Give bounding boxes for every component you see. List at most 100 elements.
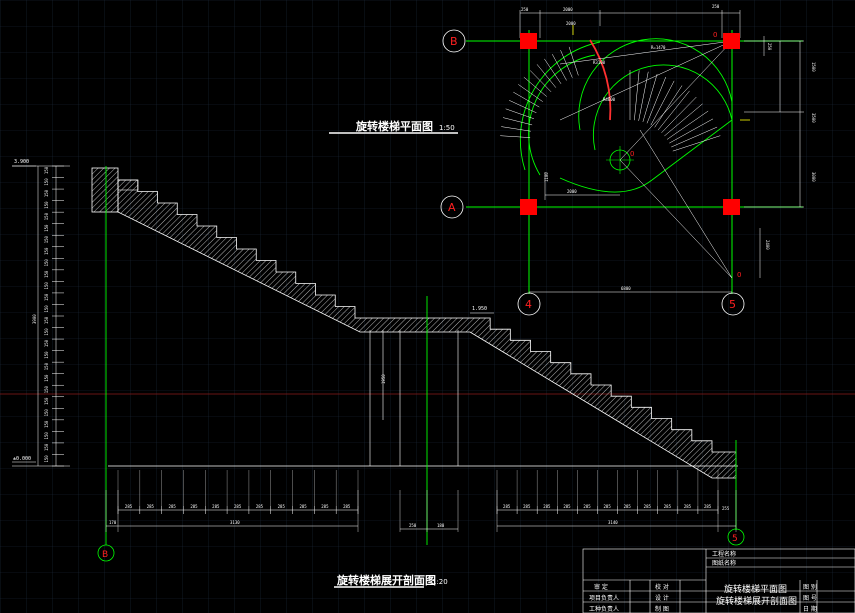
tread-line xyxy=(634,70,640,121)
svg-text:3.900: 3.900 xyxy=(14,159,29,165)
plan-right-dims xyxy=(744,36,804,278)
riser-label: 150 xyxy=(44,455,49,463)
tb-drawing-title-1: 旋转楼梯平面图 xyxy=(724,583,787,595)
landing-dim-2: 180 xyxy=(437,523,445,528)
section-dimension-chains: 285 285 285 285 285 285 285 285 285 285 285 285 285 2… xyxy=(105,470,737,532)
tread-left-label: 285 xyxy=(190,504,198,509)
riser-ticks: 150 150 150 150 150 150 150 150 150 150 150 150 150 1… xyxy=(44,165,64,467)
axis-bubble-a: A xyxy=(440,195,464,219)
tread-right-label: 285 xyxy=(583,504,591,509)
tb-role-approve: 审 定 xyxy=(594,583,608,591)
plan-dim-inner-c: 1100 xyxy=(544,172,549,182)
radial-guide-lines xyxy=(559,40,733,279)
inner-stringer-flight-1 xyxy=(528,54,596,176)
section-axis-bubble-b: B xyxy=(97,544,115,562)
tread-left-label: 285 xyxy=(169,504,177,509)
tread-line xyxy=(513,91,540,108)
landing-height-label: 1950 xyxy=(381,374,386,384)
column-a4 xyxy=(520,199,537,215)
tb-drawing-title-2: 旋转楼梯展开剖面图 xyxy=(716,595,797,607)
tread-line xyxy=(552,54,567,81)
plan-dim-lower-right: 2400 xyxy=(765,240,770,250)
riser-label: 150 xyxy=(44,316,49,324)
right-total-label: 3140 xyxy=(608,520,618,525)
tread-left-label: 285 xyxy=(212,504,220,509)
tread-left-label: 285 xyxy=(256,504,264,509)
top-beam xyxy=(91,167,119,213)
riser-label: 150 xyxy=(44,362,49,370)
tread-right-label: 285 xyxy=(644,504,652,509)
landing-curve xyxy=(559,177,653,193)
riser-label: 150 xyxy=(44,385,49,393)
tb-drawing-name: 图纸名称 xyxy=(712,559,736,567)
tread-line xyxy=(518,84,543,102)
plan-title: 旋转楼梯平面图 xyxy=(355,119,433,133)
axis-bubble-5: 5 xyxy=(721,292,745,316)
tb-role-draw: 制 图 xyxy=(655,605,669,613)
riser-label: 150 xyxy=(44,235,49,243)
plan-dim-right-3: 3000 xyxy=(811,172,816,182)
tread-right-label: 285 xyxy=(664,504,672,509)
tb-meta-category: 图 别 xyxy=(803,583,817,591)
center-mark-label: 0 xyxy=(630,150,634,158)
section-axis-bubble-5: 5 xyxy=(727,528,745,546)
riser-label: 150 xyxy=(44,201,49,209)
tread-right-label: 285 xyxy=(704,504,712,509)
riser-label: 150 xyxy=(44,212,49,220)
tread-line xyxy=(666,110,709,140)
landing-dim-1: 250 xyxy=(409,523,417,528)
plan-dim-inner-b: 2000 xyxy=(567,189,577,194)
svg-text:5: 5 xyxy=(729,298,736,311)
plan-top-dims xyxy=(519,10,741,38)
tread-left-label: 285 xyxy=(299,504,307,509)
svg-text:±0.000: ±0.000 xyxy=(13,456,31,462)
radius-label-1: R=1470 xyxy=(651,45,666,50)
tread-line xyxy=(650,80,675,126)
riser-label: 150 xyxy=(44,166,49,174)
outer-stringer-flight-2 xyxy=(578,38,733,131)
riser-label: 150 xyxy=(44,397,49,405)
tread-right-label: 285 xyxy=(684,504,692,509)
tb-meta-number: 图 号 xyxy=(803,595,817,602)
tread-right-label: 285 xyxy=(624,504,632,509)
axis-bubble-b: B xyxy=(442,29,466,53)
tread-left-label: 285 xyxy=(234,504,242,509)
stair-section-view: 150 150 150 150 150 150 150 150 150 150 150 150 150 1… xyxy=(12,159,745,588)
plan-dim-right-top: 250 xyxy=(767,43,772,51)
tread-line xyxy=(509,100,537,114)
tread-line xyxy=(568,46,579,76)
flight-2-edge xyxy=(651,119,733,181)
tread-line xyxy=(501,126,531,132)
tread-line xyxy=(669,118,714,144)
inner-stringer-flight-2 xyxy=(592,64,733,151)
tread-right-label: 285 xyxy=(604,504,612,509)
riser-label: 150 xyxy=(44,409,49,417)
tread-left-label: 285 xyxy=(125,504,133,509)
column-b4 xyxy=(520,33,537,49)
plan-dim-overall: 6800 xyxy=(621,286,631,291)
column-b5 xyxy=(723,33,740,49)
elevation-mid: 1.950 xyxy=(470,306,494,314)
tread-line xyxy=(560,50,573,78)
plan-dim-right-2: 3500 xyxy=(811,113,816,123)
elevation-top: 3.900 xyxy=(12,159,36,167)
riser-label: 150 xyxy=(44,259,49,267)
riser-label: 150 xyxy=(44,374,49,382)
riser-label: 150 xyxy=(44,247,49,255)
tread-line xyxy=(654,85,683,128)
tread-line xyxy=(671,126,718,148)
tread-line xyxy=(502,117,533,126)
corner-mark-top: 0 xyxy=(713,31,717,39)
section-title: 旋转楼梯展开剖面图 xyxy=(336,573,436,587)
tb-role-project-lead: 项目负责人 xyxy=(589,594,619,602)
height-total-label: 3900 xyxy=(32,314,37,324)
left-total-label: 3130 xyxy=(230,520,240,525)
tread-line xyxy=(657,90,690,131)
stair-plan-view: 250 2000 250 2000 1500 3500 3000 250 240… xyxy=(329,4,816,316)
riser-label: 150 xyxy=(44,339,49,347)
tread-line xyxy=(505,108,535,120)
plan-columns xyxy=(520,33,740,215)
plan-dim-right-1: 1500 xyxy=(811,62,816,72)
tb-role-discipline-lead: 工种负责人 xyxy=(589,605,619,613)
